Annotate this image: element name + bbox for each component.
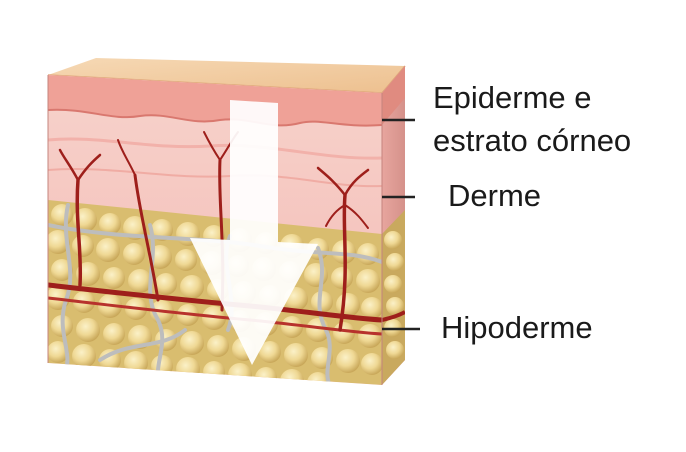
epidermis-label-line2: estrato córneo (433, 123, 631, 159)
dermis-label: Derme (448, 178, 541, 214)
epidermis-label-line1: Epiderme e (433, 80, 592, 116)
hypodermis-label: Hipoderme (441, 310, 593, 346)
cube-side-face (380, 60, 410, 390)
